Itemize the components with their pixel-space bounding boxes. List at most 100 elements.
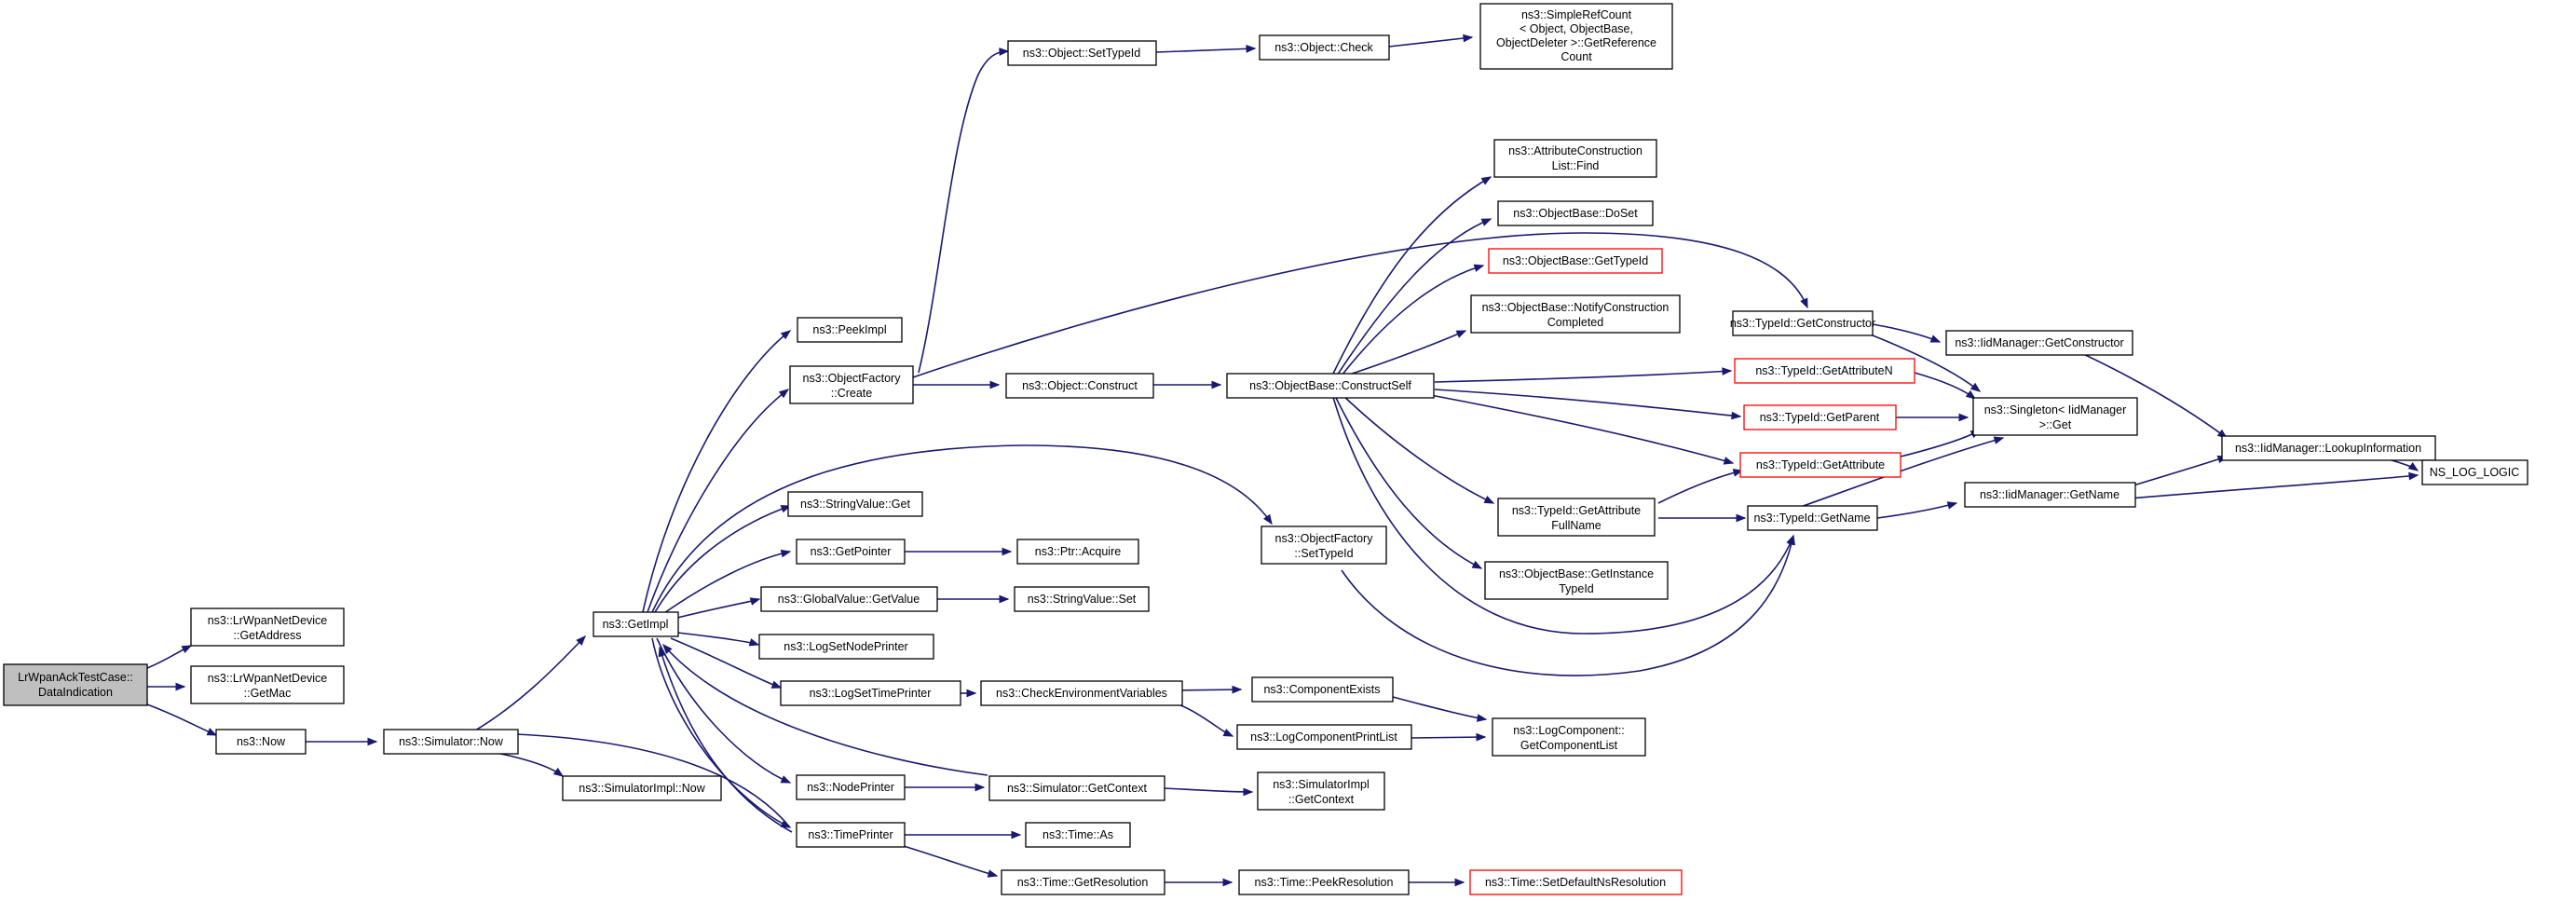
node-label: ::GetAddress bbox=[234, 629, 302, 642]
edge-getcontext-simimplctx bbox=[1164, 787, 1253, 793]
node-getparent[interactable]: ns3::TypeId::GetParent bbox=[1743, 404, 1897, 430]
node-obgettypeid[interactable]: ns3::ObjectBase::GetTypeId bbox=[1488, 248, 1663, 274]
node-getattribute[interactable]: ns3::TypeId::GetAttribute bbox=[1739, 452, 1901, 478]
edge-iidgetname-nslog bbox=[2095, 474, 2419, 502]
node-compprint[interactable]: ns3::LogComponentPrintList bbox=[1236, 724, 1412, 750]
node-label: ns3::LogSetTimePrinter bbox=[810, 687, 932, 700]
arrowhead bbox=[1958, 413, 1969, 422]
node-objcheck[interactable]: ns3::Object::Check bbox=[1259, 34, 1390, 61]
node-lognode[interactable]: ns3::LogSetNodePrinter bbox=[758, 634, 934, 660]
arrowhead bbox=[987, 869, 999, 878]
arrowhead bbox=[2407, 462, 2419, 471]
arrowhead bbox=[1969, 382, 1982, 392]
node-iidgetctor[interactable]: ns3::IidManager::GetConstructor bbox=[1945, 330, 2133, 356]
node-singleton[interactable]: ns3::Singleton< IidManager >::Get bbox=[1972, 397, 2138, 436]
node-label: ns3::ComponentExists bbox=[1263, 683, 1380, 696]
node-label: ns3::ObjectBase::GetTypeId bbox=[1503, 254, 1648, 267]
arrowhead bbox=[1222, 878, 1233, 887]
node-timeas[interactable]: ns3::Time::As bbox=[1025, 822, 1131, 848]
node-getpointer[interactable]: ns3::GetPointer bbox=[796, 539, 906, 565]
node-label: ns3::SimulatorImpl::Now bbox=[579, 782, 705, 795]
node-label: NS_LOG_LOGIC bbox=[2430, 466, 2520, 479]
arrowhead bbox=[975, 783, 986, 792]
node-label: ns3::GetImpl bbox=[603, 618, 669, 631]
node-label: ::GetMac bbox=[244, 687, 292, 700]
node-globalget[interactable]: ns3::GlobalValue::GetValue bbox=[760, 586, 938, 612]
node-label: ns3::TypeId::GetName bbox=[1753, 512, 1870, 525]
node-simnow[interactable]: ns3::Simulator::Now bbox=[383, 729, 519, 755]
node-iidgetname[interactable]: ns3::IidManager::GetName bbox=[1964, 482, 2136, 508]
node-label: ns3::ObjectBase::ConstructSelf bbox=[1249, 379, 1411, 392]
node-getimpl[interactable]: ns3::GetImpl bbox=[593, 611, 679, 637]
node-nodeprinter[interactable]: ns3::NodePrinter bbox=[796, 774, 906, 800]
arrowhead bbox=[1222, 729, 1234, 737]
node-lookupinfo[interactable]: ns3::IidManager::LookupInformation bbox=[2221, 435, 2436, 461]
node-label: ns3::StringValue::Set bbox=[1028, 593, 1137, 606]
node-simplerefcount[interactable]: ns3::SimpleRefCount < Object, ObjectBase… bbox=[1479, 3, 1673, 70]
node-now[interactable]: ns3::Now bbox=[215, 729, 307, 755]
node-checkenv[interactable]: ns3::CheckEnvironmentVariables bbox=[980, 680, 1183, 706]
node-getcontext[interactable]: ns3::Simulator::GetContext bbox=[988, 775, 1165, 801]
arrowhead bbox=[2408, 471, 2419, 481]
node-simimplnow[interactable]: ns3::SimulatorImpl::Now bbox=[562, 775, 722, 801]
node-label: ns3::ObjectBase::DoSet bbox=[1513, 207, 1638, 220]
edge-getimpl-ofsettypeid bbox=[651, 444, 1273, 613]
arrowhead bbox=[1800, 297, 1808, 309]
edge-timeprinter-getres bbox=[893, 842, 998, 877]
node-peekres[interactable]: ns3::Time::PeekResolution bbox=[1238, 869, 1410, 895]
node-stringset[interactable]: ns3::StringValue::Set bbox=[1014, 586, 1150, 612]
node-getconstructor[interactable]: ns3::TypeId::GetConstructor bbox=[1730, 310, 1875, 336]
node-complist[interactable]: ns3::LogComponent:: GetComponentList bbox=[1492, 717, 1646, 757]
node-ptracquire[interactable]: ns3::Ptr::Acquire bbox=[1016, 539, 1139, 565]
node-label: ns3::Simulator::GetContext bbox=[1007, 782, 1148, 795]
arrowhead bbox=[1463, 34, 1474, 43]
node-attrfind[interactable]: ns3::AttributeConstruction List::Find bbox=[1493, 139, 1657, 178]
arrowhead bbox=[1722, 367, 1733, 375]
node-stringget[interactable]: ns3::StringValue::Get bbox=[787, 491, 923, 517]
node-getres[interactable]: ns3::Time::GetResolution bbox=[1001, 869, 1165, 895]
node-getaddress[interactable]: ns3::LrWpanNetDevice ::GetAddress bbox=[190, 607, 345, 647]
node-label: ns3::TypeId::GetAttributeN bbox=[1755, 364, 1892, 377]
arrowhead bbox=[1454, 878, 1465, 887]
edge-getimpl-nodeprinter bbox=[656, 637, 791, 784]
arrowhead bbox=[181, 645, 193, 654]
node-label: List::Find bbox=[1552, 159, 1600, 172]
node-settypeid[interactable]: ns3::Object::SetTypeId bbox=[1007, 40, 1157, 66]
arrowhead bbox=[175, 682, 186, 691]
arrowhead bbox=[989, 380, 1001, 389]
node-getattributen[interactable]: ns3::TypeId::GetAttributeN bbox=[1734, 358, 1915, 384]
node-peekimpl[interactable]: ns3::PeekImpl bbox=[797, 317, 903, 343]
node-doset[interactable]: ns3::ObjectBase::DoSet bbox=[1497, 200, 1654, 226]
node-setdefres[interactable]: ns3::Time::SetDefaultNsResolution bbox=[1469, 869, 1683, 895]
node-instancetypeid[interactable]: ns3::ObjectBase::GetInstance TypeId bbox=[1484, 561, 1669, 600]
node-getmac[interactable]: ns3::LrWpanNetDevice ::GetMac bbox=[190, 665, 345, 704]
node-timeprinter[interactable]: ns3::TimePrinter bbox=[796, 822, 906, 848]
arrowhead bbox=[770, 680, 783, 689]
node-simimplctx[interactable]: ns3::SimulatorImpl ::GetContext bbox=[1257, 771, 1385, 811]
edge-getimpl-peekimpl bbox=[642, 330, 791, 613]
node-attrfullname[interactable]: ns3::TypeId::GetAttribute FullName bbox=[1497, 498, 1656, 537]
arrowhead bbox=[1723, 457, 1735, 465]
node-ofcreate[interactable]: ns3::ObjectFactory ::Create bbox=[789, 365, 914, 404]
node-label: ns3::Singleton< IidManager bbox=[1984, 403, 2127, 416]
edge-getimpl-timeprinter bbox=[651, 637, 791, 828]
node-label: ns3::Object::Construct bbox=[1022, 379, 1138, 392]
node-logtime[interactable]: ns3::LogSetTimePrinter bbox=[780, 680, 961, 706]
node-label: ns3::LogComponent:: bbox=[1513, 724, 1625, 737]
node-objconstruct[interactable]: ns3::Object::Construct bbox=[1005, 373, 1154, 399]
arrowhead bbox=[1476, 732, 1487, 742]
node-label: ns3::TypeId::GetConstructor bbox=[1730, 317, 1875, 330]
node-nslog[interactable]: NS_LOG_LOGIC bbox=[2421, 459, 2528, 485]
node-label: ns3::ObjectBase::NotifyConstruction bbox=[1482, 301, 1670, 314]
arrowhead bbox=[552, 767, 565, 777]
node-notifyconstr[interactable]: ns3::ObjectBase::NotifyConstruction Comp… bbox=[1470, 294, 1681, 334]
node-label: ::Create bbox=[831, 387, 873, 400]
arrowhead bbox=[999, 48, 1010, 56]
node-tidgetname[interactable]: ns3::TypeId::GetName bbox=[1747, 505, 1878, 531]
node-compexists[interactable]: ns3::ComponentExists bbox=[1251, 676, 1394, 703]
arrowhead bbox=[1946, 501, 1958, 510]
node-ofsettypeid[interactable]: ns3::ObjectFactory ::SetTypeId bbox=[1261, 526, 1387, 565]
node-constructself[interactable]: ns3::ObjectBase::ConstructSelf bbox=[1226, 373, 1435, 399]
node-root[interactable]: LrWpanAckTestCase:: DataIndication bbox=[3, 663, 148, 706]
